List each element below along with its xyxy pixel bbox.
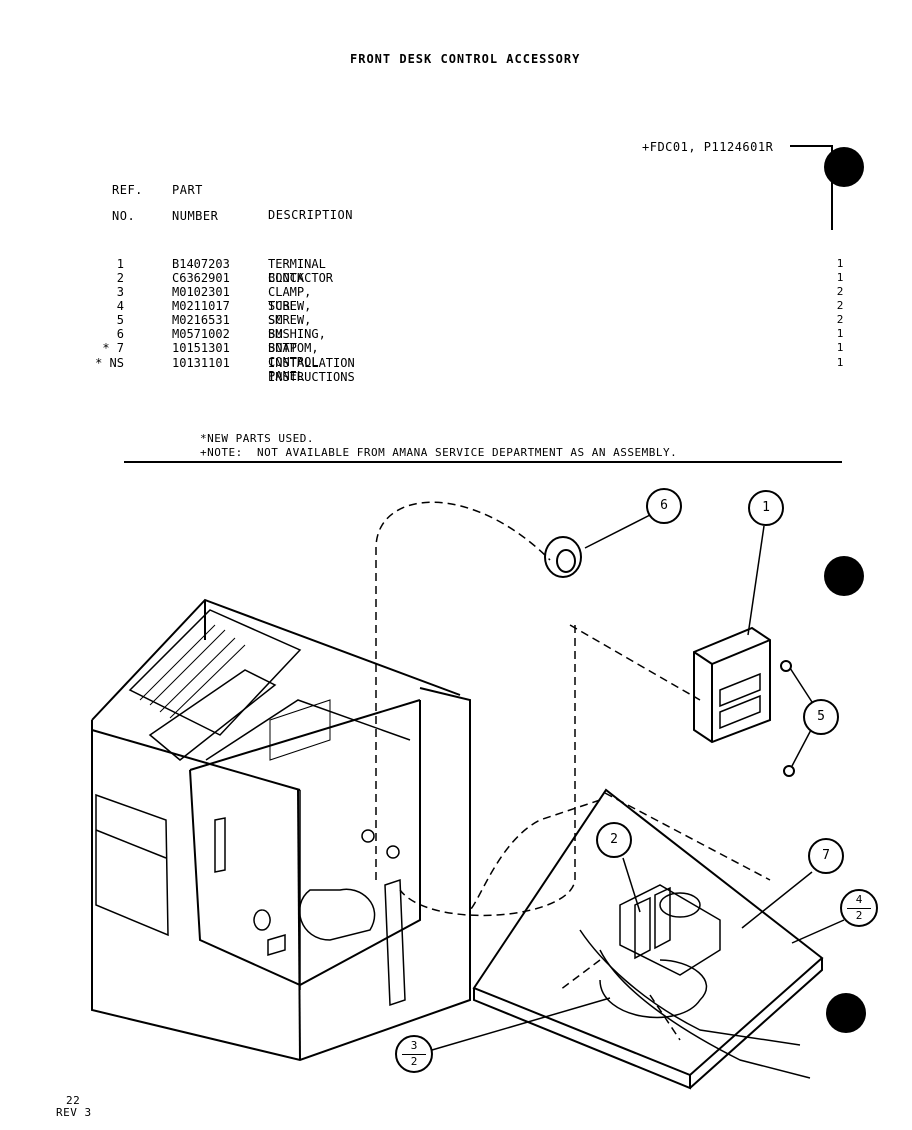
quantity: 1 [836,271,844,284]
control-panel-bottom [472,788,824,1090]
quantity: 1 [836,356,844,369]
callout-4-quantity: 2 [855,909,863,922]
part-description: BUSHING, SNAP [268,327,326,355]
divider [124,461,842,463]
page-number: 22 [66,1094,81,1107]
terminal-block-part [693,626,795,777]
part-description: CLAMP, TUBE [268,285,312,313]
note-not-available: +NOTE: NOT AVAILABLE FROM AMANA SERVICE … [200,446,678,459]
model-leader-line [790,145,833,230]
part-description: BOTTOM, CONTROL PANEL [268,341,319,383]
callout-4-number: 4 [855,893,863,906]
fraction-bar [402,1054,426,1055]
ref-number: 6 [116,327,124,341]
part-description: INSTALLATION INSTRUCTIONS [268,356,355,384]
quantity: 1 [836,257,844,270]
part-number: 10151301 [172,341,230,355]
ref-number: 4 [116,299,124,313]
quantity: 1 [836,327,844,340]
ref-number: 5 [116,313,124,327]
callout-5: 5 [803,699,839,735]
unit-housing [91,598,471,1062]
quantity: 2 [836,285,844,298]
part-description: SCREW, SM [268,313,312,341]
note-new-parts: *NEW PARTS USED. [200,432,314,445]
part-description: SCREW, SM [268,299,312,327]
callout-3-quantity: 2 [410,1055,418,1068]
callout-3-number: 3 [410,1039,418,1052]
part-description: TERMINAL BLOCK [268,257,326,285]
part-number: B1407203 [172,257,230,271]
header-ref-line1: REF. [112,183,143,197]
quantity: 2 [836,299,844,312]
callout-6: 6 [646,488,682,524]
callout-1: 1 [748,490,784,526]
binder-hole-middle [824,556,864,596]
quantity: 2 [836,313,844,326]
part-description: CONTACTOR [268,271,334,285]
part-number: C6362901 [172,271,230,285]
part-number: M0571002 [172,327,230,341]
ref-number: 2 [116,271,124,285]
snap-bushing [544,536,582,578]
header-part-line1: PART [172,183,203,197]
ref-number: 1 [116,257,124,271]
fraction-bar [847,908,871,909]
header-ref-line2: NO. [112,209,136,223]
callout-3-qty-2: 3 2 [395,1035,433,1073]
callout-2: 2 [596,822,632,858]
model-number: +FDC01, P1124601R [642,140,774,154]
part-number: 10131101 [172,356,230,370]
part-number: M0216531 [172,313,230,327]
header-part-line2: NUMBER [172,209,219,223]
part-number: M0102301 [172,285,230,299]
ref-number: 3 [116,285,124,299]
part-number: M0211017 [172,299,230,313]
binder-hole-top [824,147,864,187]
page-title: FRONT DESK CONTROL ACCESSORY [350,52,581,66]
revision: REV 3 [56,1106,92,1119]
callout-7: 7 [808,838,844,874]
binder-hole-bottom [826,993,866,1033]
callout-4-qty-2: 4 2 [840,889,878,927]
ref-number: * 7 [102,341,124,355]
ref-number: * NS [95,356,124,370]
quantity: 1 [836,341,844,354]
header-description: DESCRIPTION [268,208,353,222]
